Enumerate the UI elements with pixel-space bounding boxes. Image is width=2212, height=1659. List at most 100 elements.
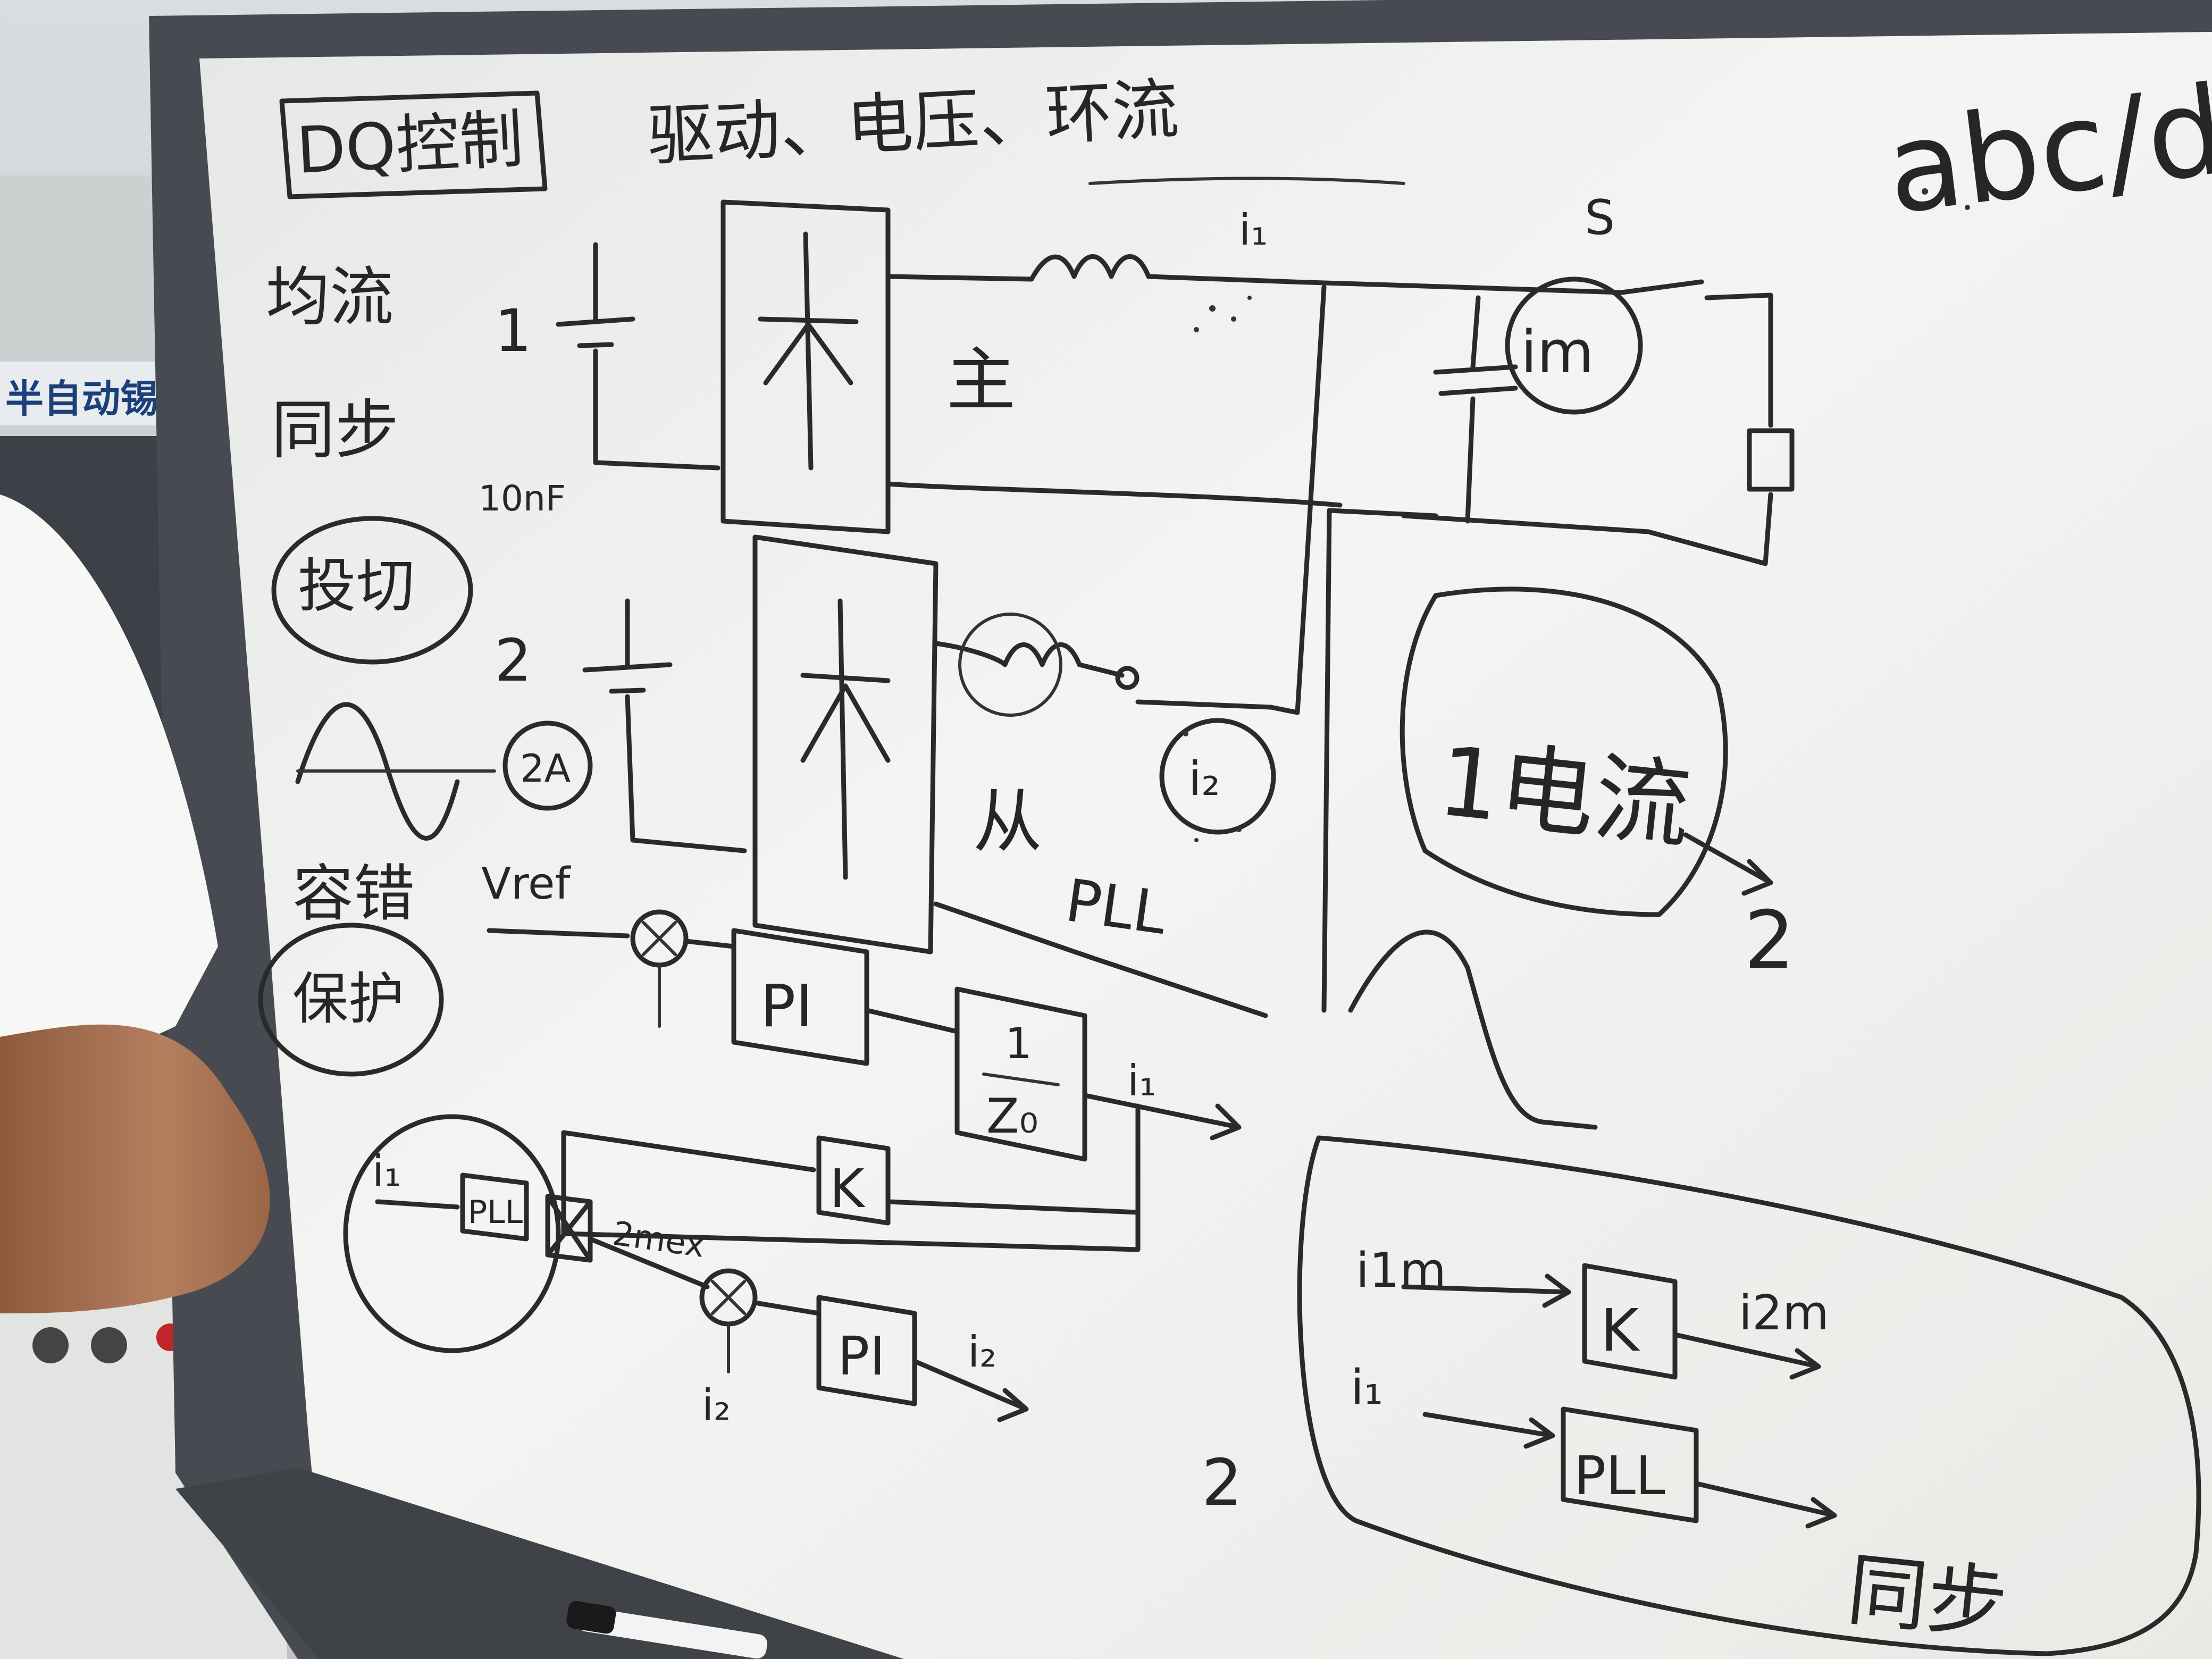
circuit-pll-label: PLL (1061, 866, 1170, 948)
i1-output-label: i₁ (1127, 1056, 1156, 1105)
right-i1-arrow (1422, 1412, 1555, 1449)
slave-output-line (933, 641, 1125, 678)
sine-amp-circle (502, 720, 593, 811)
console-knob-1 (32, 1327, 69, 1363)
right-i1-input: i₁ (1351, 1360, 1383, 1415)
marker-cap (566, 1601, 616, 1634)
sum-junction-2-x (711, 1280, 746, 1373)
inverter-1-diode (758, 231, 859, 471)
right-sync-output: 同步 (1843, 1544, 2012, 1652)
control-pll-label: PLL (468, 1194, 523, 1231)
dc-source-2 (582, 598, 747, 853)
right-k-label: K (1601, 1296, 1640, 1364)
left-list-item-1: 均流 (266, 261, 393, 334)
right-i2m-output: i2m (1739, 1285, 1829, 1341)
pi-1-label: PI (760, 972, 813, 1040)
i2-output-arrow (912, 1359, 1029, 1422)
board-title: DQ控制 (295, 103, 525, 188)
pi-2-label: PI (837, 1325, 885, 1387)
gain-numerator: 1 (1005, 1019, 1032, 1068)
gain-fraction-bar (982, 1073, 1060, 1086)
right-panel-outline (1297, 1135, 2201, 1656)
right-pll-label: PLL (1574, 1445, 1665, 1507)
gain-denominator: Z₀ (986, 1088, 1038, 1144)
master-label: 主 (946, 340, 1016, 421)
pi-2-box (816, 1295, 917, 1406)
inverter-2-diode (800, 598, 891, 880)
gain-box (954, 986, 1087, 1162)
inverter-2-number: 2 (495, 626, 532, 694)
left-list-item-4: 容错 (292, 858, 415, 929)
title-box (279, 90, 548, 199)
inverter-2-box (752, 534, 939, 954)
sine-amp-label: 2A (520, 746, 571, 791)
person-sleeve (0, 495, 218, 1060)
pi-2-in (752, 1300, 822, 1316)
right-sync-arrow (1694, 1481, 1837, 1529)
right-im-arrow (1401, 1273, 1571, 1308)
marker-dots (1183, 188, 1970, 842)
pi-1-out (864, 1008, 960, 1034)
control-left-circle (343, 1114, 561, 1353)
sum-junction-1-x (642, 921, 677, 1028)
dc-source-1 (556, 242, 720, 471)
current-box-arrow (1683, 832, 1773, 896)
load-bus-bottom (1401, 513, 1768, 566)
current-box-target: 2 (1744, 894, 1795, 987)
load-capacitor (1433, 295, 1518, 524)
vref-label: Vref (481, 859, 571, 909)
left-list-item-2: 同步 (271, 393, 399, 467)
bus-line-top (1289, 279, 1704, 295)
slave-label: 从 (973, 781, 1042, 862)
background-sign: 半自动锡 (5, 378, 158, 421)
control-i2-output: i₂ (968, 1327, 996, 1377)
current-i1-label: i₁ (1239, 205, 1268, 255)
header-underline (1088, 177, 1405, 185)
marker-tray (175, 1468, 904, 1659)
capacitance-label: 10nF (479, 478, 566, 519)
inverter-1-box (720, 199, 891, 534)
vref-line (487, 928, 630, 939)
current-i2-circle (1159, 718, 1276, 835)
slave-terminal (1115, 666, 1139, 690)
i1-output-arrow (1082, 1093, 1242, 1141)
right-panel-index: 2 (1202, 1446, 1242, 1520)
current-im-circle (1505, 276, 1643, 415)
master-return-line (885, 481, 1343, 508)
master-output-line (885, 254, 1295, 284)
person-arm (0, 1024, 270, 1313)
pi-1-box (731, 928, 869, 1066)
current-im-label: im (1521, 318, 1594, 386)
feedback-loop (561, 1103, 1141, 1252)
current-box-outline (1400, 586, 1728, 917)
source-mark: S (1585, 190, 1615, 246)
left-list-circle-5 (258, 923, 444, 1077)
control-i2-feedback: i₂ (702, 1380, 731, 1430)
k-loop-top (561, 1130, 816, 1172)
whiteboard-surface (199, 32, 2212, 1659)
left-list-item-3: 投切 (298, 552, 415, 620)
rack-sign-strip (0, 362, 183, 425)
bus-vertical-left (1268, 284, 1327, 715)
half-wave-sketch (1348, 929, 1598, 1130)
right-pll-block (1561, 1406, 1699, 1523)
left-list-item-5: 保护 (292, 967, 404, 1032)
inverter-1-number: 1 (495, 297, 532, 365)
slave-output-return (1135, 699, 1273, 710)
marker (577, 1607, 767, 1659)
k-block-out (885, 1199, 1141, 1215)
k-block (816, 1135, 891, 1226)
control-mult-box (545, 1194, 593, 1263)
right-i2m-arrow (1672, 1332, 1821, 1380)
control-lower-line (588, 1236, 710, 1289)
control-i1-line (375, 1199, 460, 1210)
control-pll-box (460, 1172, 529, 1242)
console-knob-2 (91, 1327, 127, 1363)
current-box-text: 1电流 (1434, 726, 1696, 862)
k-block-label: K (830, 1158, 866, 1220)
control-i1-input: i₁ (372, 1146, 401, 1196)
load-resistor (1704, 292, 1795, 566)
left-list-circle-3 (271, 516, 473, 665)
current-i2-label: i₂ (1188, 751, 1220, 806)
